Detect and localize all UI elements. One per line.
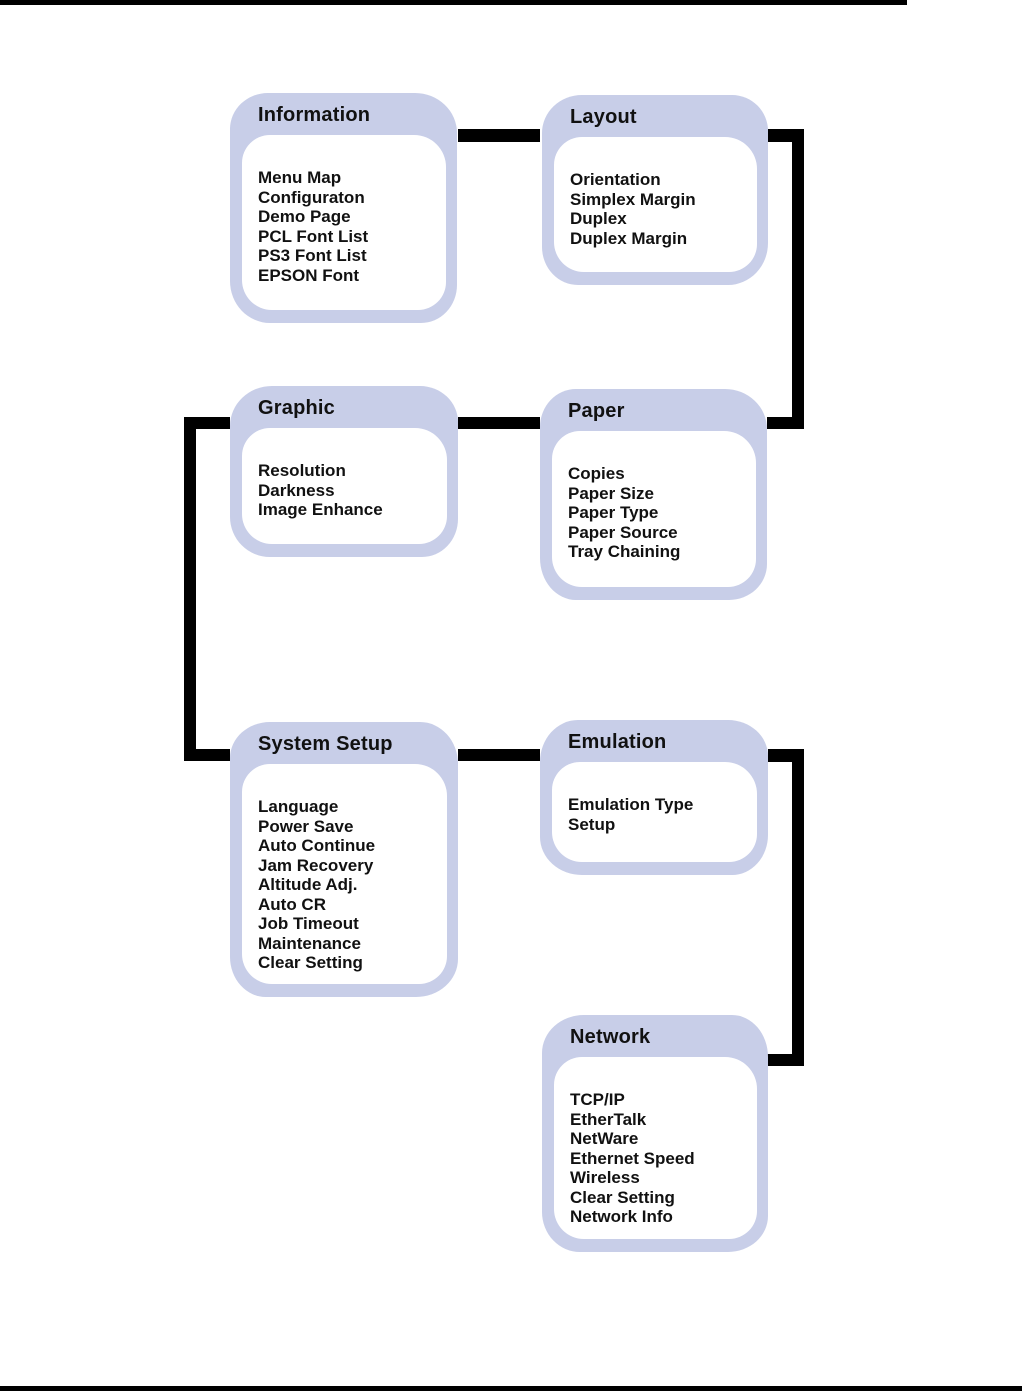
menu-box-graphic: Graphic Resolution Darkness Image Enhanc… xyxy=(230,386,458,557)
menu-item-list: Copies Paper Size Paper Type Paper Sourc… xyxy=(552,431,756,562)
connector-left-rail xyxy=(184,417,196,761)
menu-item: Auto CR xyxy=(258,894,326,914)
menu-item: Image Enhance xyxy=(258,500,383,519)
menu-panel-system-setup: Language Power Save Auto Continue Jam Re… xyxy=(242,764,447,984)
menu-box-system-setup: System Setup Language Power Save Auto Co… xyxy=(230,722,458,997)
menu-panel-network: TCP/IP EtherTalk NetWare Ethernet Speed … xyxy=(554,1057,757,1239)
menu-item: Jam Recovery xyxy=(258,855,374,875)
connector-information-layout xyxy=(458,129,540,142)
menu-item: Menu Map xyxy=(258,168,342,187)
menu-item: Paper Source xyxy=(568,522,678,542)
menu-item-list: Menu Map Configuraton Demo Page PCL Font… xyxy=(242,135,446,285)
menu-item: Job Timeout xyxy=(258,914,359,933)
connector-right-rail-paper xyxy=(767,417,804,429)
menu-item: Setup xyxy=(568,814,616,834)
menu-box-information: Information Menu Map Configuraton Demo P… xyxy=(230,93,457,323)
menu-item: Darkness xyxy=(258,480,335,500)
menu-item: EPSON Font xyxy=(258,265,360,285)
menu-item: Emulation Type xyxy=(568,795,694,814)
menu-item: Auto Continue xyxy=(258,836,376,855)
menu-item: PCL Font List xyxy=(258,226,369,246)
menu-item: Paper Type xyxy=(568,503,659,522)
menu-item: PS3 Font List xyxy=(258,246,367,265)
menu-panel-graphic: Resolution Darkness Image Enhance xyxy=(242,428,447,544)
menu-item: EtherTalk xyxy=(570,1109,647,1129)
menu-item-list: TCP/IP EtherTalk NetWare Ethernet Speed … xyxy=(554,1057,757,1227)
menu-item: Paper Size xyxy=(568,483,654,503)
menu-item: Configuraton xyxy=(258,187,365,207)
menu-title-paper: Paper xyxy=(568,400,625,422)
menu-item: Language xyxy=(258,797,339,816)
menu-panel-paper: Copies Paper Size Paper Type Paper Sourc… xyxy=(552,431,756,587)
menu-item: Maintenance xyxy=(258,933,361,953)
menu-box-network: Network TCP/IP EtherTalk NetWare Etherne… xyxy=(542,1015,768,1252)
menu-box-layout: Layout Orientation Simplex Margin Duplex… xyxy=(542,95,768,285)
menu-title-information: Information xyxy=(258,104,371,126)
menu-item: Ethernet Speed xyxy=(570,1148,695,1168)
menu-item: Power Save xyxy=(258,816,354,836)
menu-title-network: Network xyxy=(570,1026,651,1048)
menu-item: Simplex Margin xyxy=(570,189,696,209)
menu-title-layout: Layout xyxy=(570,106,637,128)
menu-item-list: Emulation Type Setup xyxy=(552,762,757,834)
menu-item: Clear Setting xyxy=(570,1187,675,1207)
menu-title-graphic: Graphic xyxy=(258,397,335,419)
menu-item: Clear Setting xyxy=(258,953,363,972)
connector-system-setup-emulation xyxy=(458,749,540,761)
menu-panel-emulation: Emulation Type Setup xyxy=(552,762,757,862)
menu-title-emulation: Emulation xyxy=(568,731,667,753)
menu-item: NetWare xyxy=(570,1129,639,1148)
connector-right-rail-1 xyxy=(792,129,804,429)
menu-panel-information: Menu Map Configuraton Demo Page PCL Font… xyxy=(242,135,446,310)
menu-box-emulation: Emulation Emulation Type Setup xyxy=(540,720,768,875)
menu-box-paper: Paper Copies Paper Size Paper Type Paper… xyxy=(540,389,767,600)
menu-item: Tray Chaining xyxy=(568,542,681,561)
menu-item: Altitude Adj. xyxy=(258,875,358,894)
bottom-rule xyxy=(0,1386,1022,1391)
connector-graphic-paper xyxy=(458,417,540,429)
menu-item: Demo Page xyxy=(258,207,351,226)
connector-right-rail-network xyxy=(767,1054,804,1066)
menu-item: Wireless xyxy=(570,1168,640,1187)
menu-item-list: Resolution Darkness Image Enhance xyxy=(242,428,447,520)
menu-item: TCP/IP xyxy=(570,1090,625,1109)
menu-item: Resolution xyxy=(258,461,346,480)
menu-item: Duplex Margin xyxy=(570,228,688,248)
menu-item: Copies xyxy=(568,464,625,483)
menu-item-list: Language Power Save Auto Continue Jam Re… xyxy=(242,764,447,973)
menu-item: Orientation xyxy=(570,170,661,189)
menu-item: Network Info xyxy=(570,1207,673,1226)
top-rule xyxy=(0,0,907,5)
menu-title-system-setup: System Setup xyxy=(258,733,393,755)
menu-item: Duplex xyxy=(570,209,627,228)
connector-left-rail-system-setup xyxy=(184,749,230,761)
menu-panel-layout: Orientation Simplex Margin Duplex Duplex… xyxy=(554,137,757,272)
menu-item-list: Orientation Simplex Margin Duplex Duplex… xyxy=(554,137,757,248)
connector-right-rail-2 xyxy=(792,749,804,1066)
